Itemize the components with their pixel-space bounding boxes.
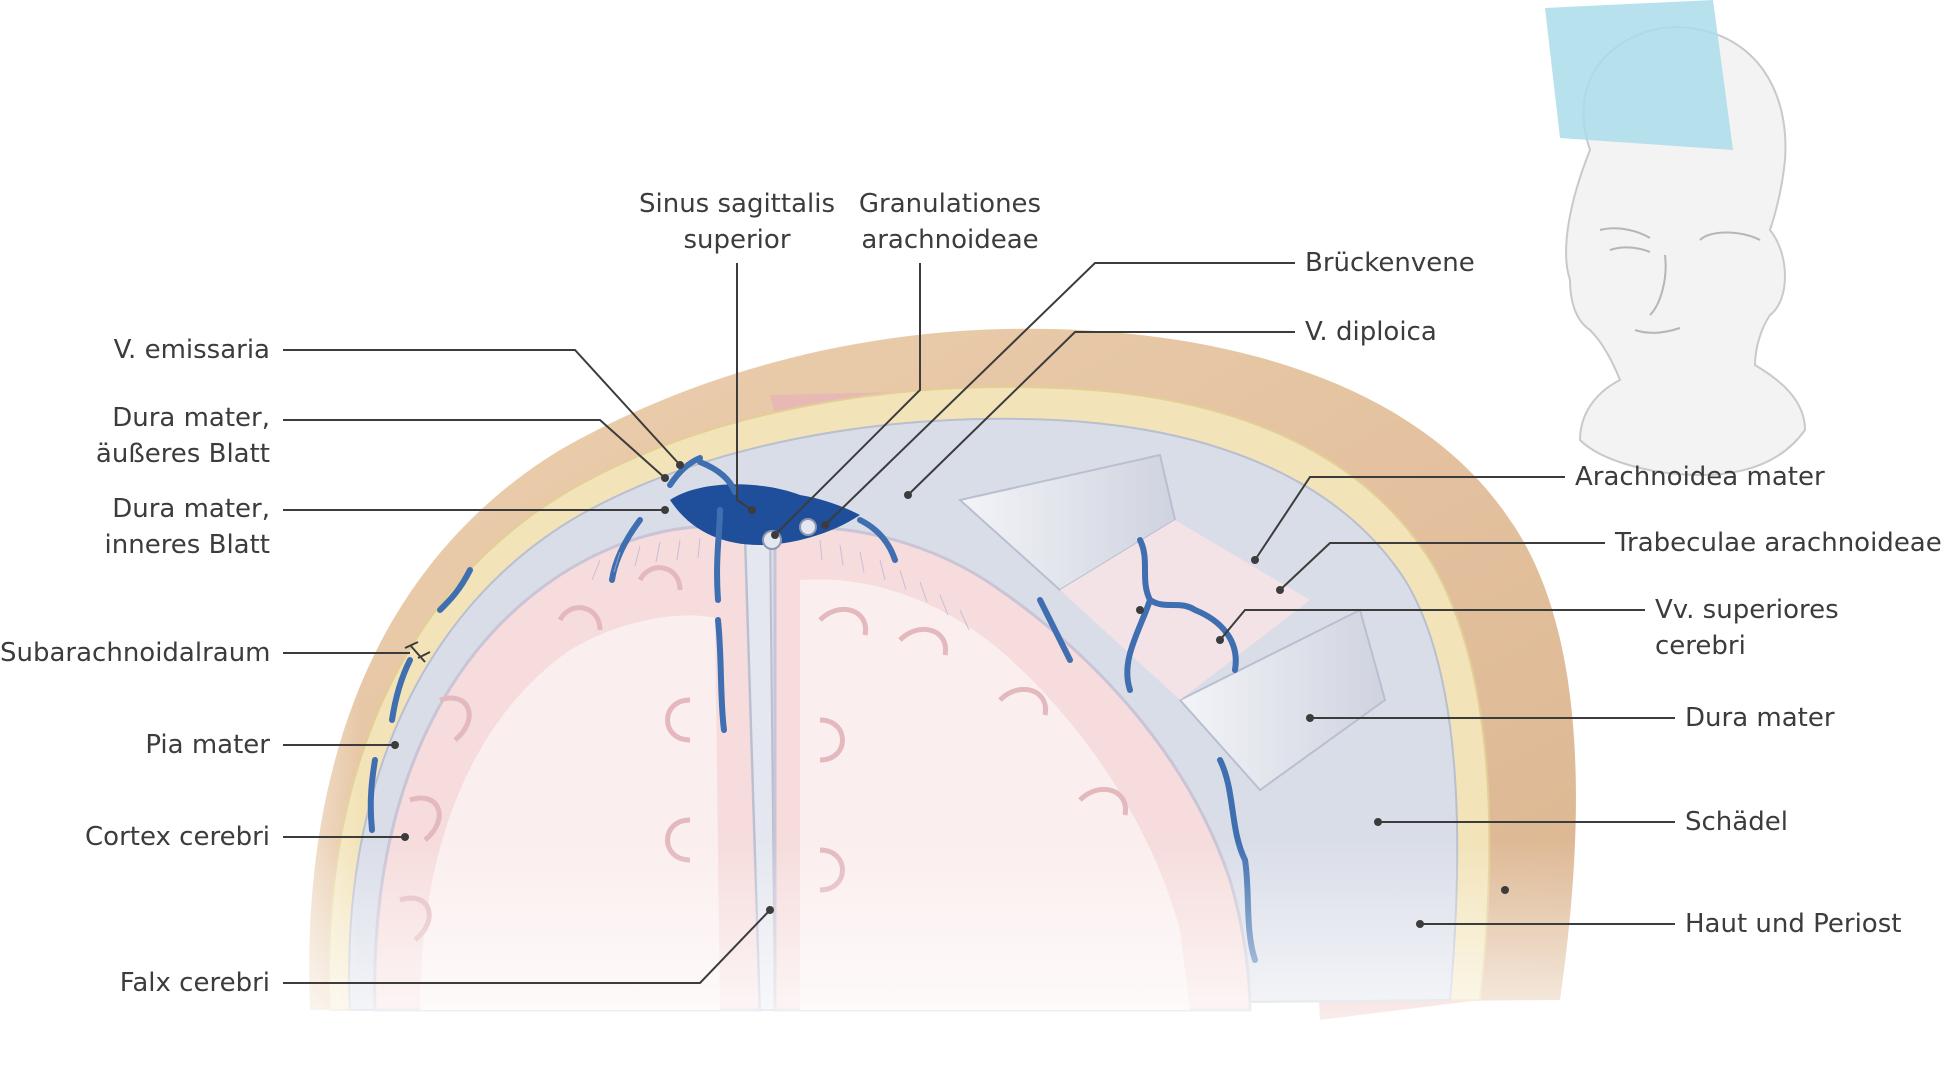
- label-dura-outer: Dura mater, äußeres Blatt: [0, 400, 270, 472]
- label-cortex-cerebri: Cortex cerebri: [85, 822, 270, 852]
- label-dura-mater: Dura mater: [1685, 703, 1835, 733]
- label-schaedel: Schädel: [1685, 807, 1788, 837]
- arachnoid-window: [1060, 520, 1310, 700]
- label-brueckenvene: Brückenvene: [1305, 248, 1475, 278]
- label-v-emissaria: V. emissaria: [113, 335, 270, 365]
- arachnoid-granulation: [799, 518, 817, 536]
- label-granulationes-line2: arachnoideae: [861, 225, 1039, 255]
- label-granulationes-line1: Granulationes: [858, 189, 1042, 219]
- label-arachnoidea-mater: Arachnoidea mater: [1575, 462, 1825, 492]
- label-dura-inner-line2: inneres Blatt: [104, 530, 270, 560]
- trabeculae-arachnoideae: [591, 537, 970, 631]
- label-pia-mater: Pia mater: [145, 730, 270, 760]
- label-v-diploica: V. diploica: [1305, 317, 1437, 347]
- bottom-fade: [250, 840, 1650, 1080]
- label-sinus-sagittalis: Sinus sagittalis superior: [617, 186, 857, 258]
- label-dura-outer-line1: Dura mater,: [112, 403, 270, 433]
- head-scalp-highlight: [1545, 0, 1733, 150]
- subarachnoid-bracket: [404, 641, 431, 663]
- label-vv-superiores-line1: Vv. superiores: [1655, 595, 1839, 625]
- label-dura-inner: Dura mater, inneres Blatt: [0, 491, 270, 563]
- label-falx-cerebri: Falx cerebri: [119, 968, 270, 998]
- label-dura-inner-line1: Dura mater,: [112, 494, 270, 524]
- leader-lines: [283, 262, 1675, 984]
- label-subarachnoid: Subarachnoidalraum: [0, 638, 271, 668]
- gyri-right: [818, 606, 1128, 893]
- label-sinus-line2: superior: [683, 225, 791, 255]
- left-fade: [240, 400, 360, 1080]
- head-face-lines: [1599, 227, 1761, 334]
- label-trabeculae: Trabeculae arachnoideae: [1615, 528, 1942, 558]
- leader-dots: [391, 461, 1509, 928]
- label-dura-outer-line2: äußeres Blatt: [95, 439, 270, 469]
- label-vv-superiores-line2: cerebri: [1655, 631, 1746, 661]
- head-inset: [1545, 0, 1807, 477]
- label-vv-superiores: Vv. superiores cerebri: [1655, 592, 1839, 664]
- label-haut-periost: Haut und Periost: [1685, 909, 1902, 939]
- label-sinus-line1: Sinus sagittalis: [638, 189, 835, 219]
- label-granulationes: Granulationes arachnoideae: [830, 186, 1070, 258]
- dura-flap-lower: [1178, 608, 1387, 792]
